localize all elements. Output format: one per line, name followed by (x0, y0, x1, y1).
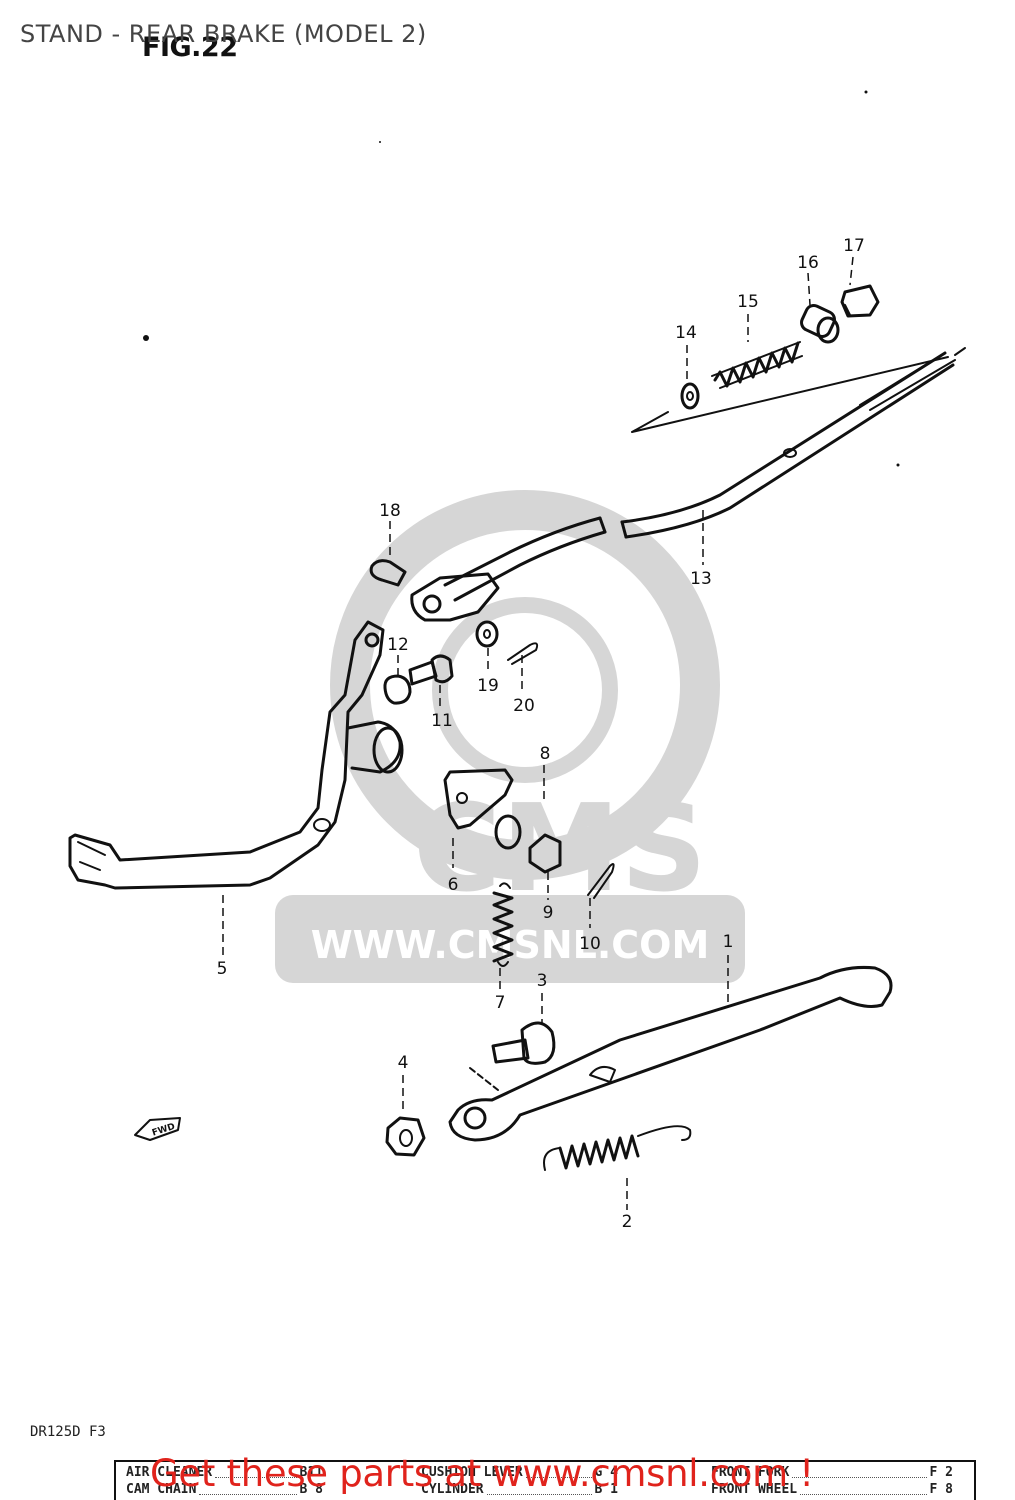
page-title: STAND - REAR BRAKE (MODEL 2) (20, 20, 427, 48)
callout-2: 2 (622, 1212, 633, 1232)
index-name: CAM CHAIN (126, 1482, 197, 1497)
index-name: AIR CLEANER (126, 1465, 213, 1480)
nut-17 (840, 284, 880, 318)
callout-12: 12 (387, 635, 409, 655)
joint-16 (800, 304, 840, 344)
watermark: CMS WWW.CMSNL.COM (275, 490, 745, 983)
side-stand (448, 966, 893, 1142)
index-column-2: CUSHION LEVER G 4 CYLINDER B 1 (411, 1465, 626, 1499)
collar-12 (383, 674, 412, 705)
callout-10: 10 (579, 934, 601, 954)
page-index-table: AIR CLEANER B11 CAM CHAIN B 8 CUSHION LEVE… (114, 1460, 976, 1500)
pin-18 (369, 559, 407, 587)
spring-15 (713, 341, 800, 388)
callout-17: 17 (843, 236, 865, 256)
spring-15-body (711, 341, 803, 389)
callout-6: 6 (448, 875, 459, 895)
index-ref: B11 (299, 1465, 323, 1480)
callout-16: 16 (797, 253, 819, 273)
washer-8 (494, 814, 522, 850)
callout-4: 4 (398, 1053, 409, 1073)
callout-3: 3 (537, 971, 548, 991)
leader-lines (222, 256, 854, 1210)
index-column-3: FRONT FORK F 2 FRONT WHEEL F 8 (701, 1465, 961, 1499)
index-ref: F 8 (929, 1482, 953, 1497)
index-row: FRONT WHEEL F 8 (701, 1482, 961, 1499)
callout-11: 11 (431, 711, 453, 731)
watermark-url: WWW.CMSNL.COM (311, 923, 710, 967)
cotter-pin-20 (507, 642, 539, 665)
callout-1: 1 (723, 932, 734, 952)
callout-5: 5 (217, 959, 228, 979)
nut-9 (528, 833, 562, 874)
index-row: CAM CHAIN B 8 (116, 1482, 331, 1499)
scan-specks (143, 90, 900, 467)
index-name: CYLINDER (421, 1482, 484, 1497)
callout-20: 20 (513, 696, 535, 716)
washer-14 (680, 382, 700, 410)
nut-4 (385, 1116, 426, 1157)
callout-19: 19 (477, 676, 499, 696)
rod-end-joint (410, 572, 500, 622)
index-row: FRONT FORK F 2 (701, 1465, 961, 1482)
brake-pedal (68, 620, 404, 890)
watermark-mascot-head (330, 490, 720, 880)
index-row: CYLINDER B 1 (411, 1482, 626, 1499)
index-name: FRONT FORK (711, 1465, 790, 1480)
fwd-arrow: FWD (134, 1117, 181, 1141)
index-name: CUSHION LEVER (421, 1465, 523, 1480)
model-code: DR125D F3 (30, 1424, 106, 1440)
index-ref: G 4 (594, 1465, 618, 1480)
callout-7: 7 (495, 993, 506, 1013)
callout-15: 15 (737, 292, 759, 312)
figure-label: FIG.22 (142, 32, 238, 63)
index-ref: B 1 (594, 1482, 618, 1497)
callout-13: 13 (690, 569, 712, 589)
spring-2 (543, 1125, 692, 1171)
pivot-bolt-3 (491, 1021, 556, 1065)
plate-6 (443, 768, 514, 830)
cotter-pin-10 (587, 863, 615, 899)
index-name: FRONT WHEEL (711, 1482, 798, 1497)
watermark-mascot-face (432, 597, 618, 783)
bolt-11 (408, 654, 454, 686)
spring-7 (492, 882, 514, 967)
index-row: AIR CLEANER B11 (116, 1465, 331, 1482)
plate-6-hole (456, 792, 468, 804)
index-row: CUSHION LEVER G 4 (411, 1465, 626, 1482)
callouts: 1 2 3 4 5 6 7 8 9 10 11 12 13 14 15 16 1… (217, 236, 865, 1232)
promo-link[interactable]: Get these parts at www.cmsnl.com ! (150, 1452, 814, 1495)
brake-rod (443, 347, 966, 602)
callout-18: 18 (379, 501, 401, 521)
callout-14: 14 (675, 323, 697, 343)
index-ref: F 2 (929, 1465, 953, 1480)
rod-guide-line (631, 356, 949, 433)
callout-8: 8 (540, 744, 551, 764)
callout-9: 9 (543, 903, 554, 923)
index-ref: B 8 (299, 1482, 323, 1497)
index-column-1: AIR CLEANER B11 CAM CHAIN B 8 (116, 1465, 331, 1499)
washer-19 (475, 620, 499, 648)
